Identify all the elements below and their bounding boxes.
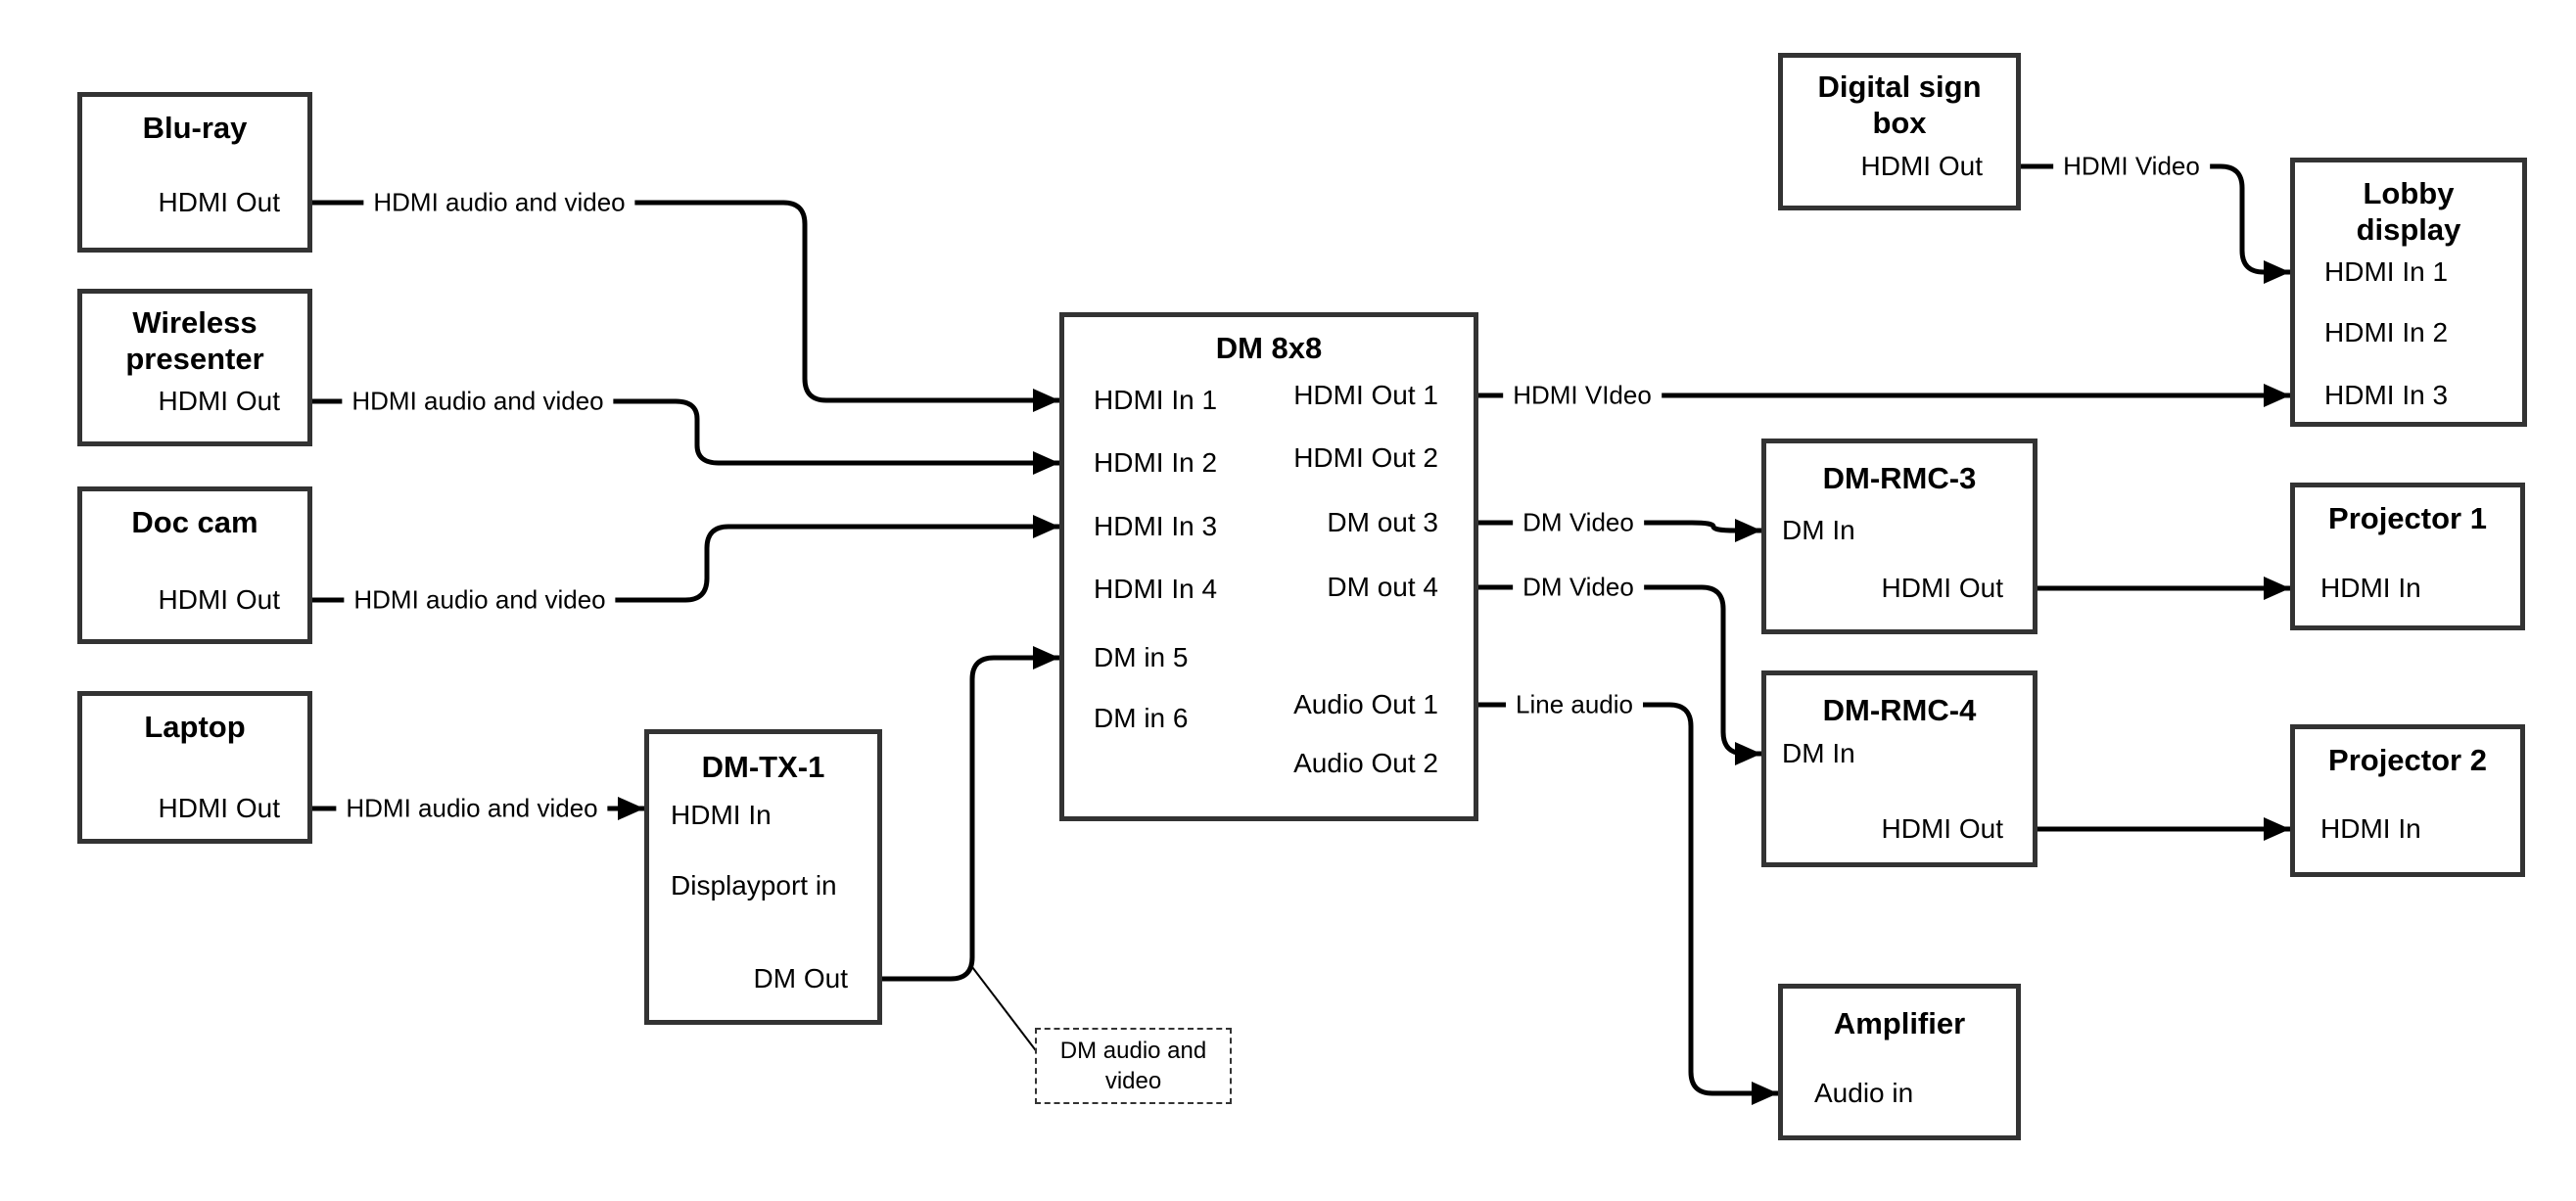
node-lobby-display-title: Lobby display bbox=[2356, 176, 2461, 247]
port-lobby-hdmi-in-2: HDMI In 2 bbox=[2324, 317, 2449, 347]
port-dm8x8-hdmi-in-2: HDMI In 2 bbox=[1094, 447, 1218, 478]
node-dm-rmc-4: DM-RMC-4 DM In HDMI Out bbox=[1761, 670, 2037, 867]
edge-digital-sign-to-lobby-in1 bbox=[2021, 163, 2290, 284]
node-lobby-display: Lobby display HDMI In 1 HDMI In 2 HDMI I… bbox=[2290, 158, 2527, 427]
port-dm8x8-hdmi-in-3: HDMI In 3 bbox=[1094, 511, 1218, 541]
edge-label-blu-ray: HDMI audio and video bbox=[363, 185, 635, 220]
node-amplifier: Amplifier Audio in bbox=[1778, 984, 2021, 1140]
node-wireless-presenter: Wireless presenter HDMI Out bbox=[77, 289, 312, 446]
port-dm-rmc-4-hdmi-out: HDMI Out bbox=[1881, 813, 2003, 844]
port-dm-tx-1-hdmi-in: HDMI In bbox=[671, 800, 772, 830]
port-dm-rmc-3-hdmi-out: HDMI Out bbox=[1881, 573, 2003, 603]
node-dm-rmc-3-title: DM-RMC-3 bbox=[1822, 461, 1977, 495]
port-laptop-hdmi-out: HDMI Out bbox=[158, 793, 280, 823]
node-blu-ray-title: Blu-ray bbox=[142, 111, 248, 145]
port-dm8x8-audio-out-1: Audio Out 1 bbox=[1293, 689, 1438, 719]
port-lobby-hdmi-in-1: HDMI In 1 bbox=[2324, 256, 2449, 287]
edge-dm8x8-out4-to-dm-rmc-4 bbox=[1478, 584, 1761, 765]
port-dm-rmc-4-dm-in: DM In bbox=[1782, 738, 1855, 768]
edge-dm-tx-1-to-dm8x8-in5 bbox=[882, 646, 1059, 982]
note-dm-audio-and-video: DM audio and video bbox=[1035, 1028, 1232, 1104]
edge-label-laptop: HDMI audio and video bbox=[336, 791, 608, 826]
port-dm8x8-hdmi-out-2: HDMI Out 2 bbox=[1293, 442, 1438, 473]
port-dm8x8-dm-out-4: DM out 4 bbox=[1327, 572, 1438, 602]
node-projector-2: Projector 2 HDMI In bbox=[2290, 724, 2525, 877]
node-digital-sign-box: Digital sign box HDMI Out bbox=[1778, 53, 2021, 210]
node-projector-1-title: Projector 1 bbox=[2328, 501, 2487, 535]
edge-label-dm-out-4: DM Video bbox=[1513, 570, 1644, 605]
port-projector-1-hdmi-in: HDMI In bbox=[2320, 573, 2421, 603]
port-dm8x8-dm-in-6: DM in 6 bbox=[1094, 703, 1189, 733]
port-dm-tx-1-displayport-in: Displayport in bbox=[671, 870, 837, 901]
node-laptop: Laptop HDMI Out bbox=[77, 691, 312, 844]
edge-label-wireless: HDMI audio and video bbox=[342, 384, 614, 419]
edge-label-doc-cam: HDMI audio and video bbox=[344, 582, 616, 618]
edge-label-audio-out-1: Line audio bbox=[1506, 687, 1643, 722]
node-dm-rmc-4-title: DM-RMC-4 bbox=[1822, 693, 1977, 727]
node-dm-tx-1-title: DM-TX-1 bbox=[701, 750, 825, 784]
node-dm-8x8-title: DM 8x8 bbox=[1215, 331, 1323, 365]
port-wireless-hdmi-out: HDMI Out bbox=[158, 386, 280, 416]
port-dm8x8-dm-out-3: DM out 3 bbox=[1327, 507, 1438, 537]
port-dm8x8-dm-in-5: DM in 5 bbox=[1094, 642, 1189, 672]
edge-blu-ray-to-dm8x8-in1 bbox=[312, 200, 1059, 412]
edge-dm8x8-audio1-to-amplifier bbox=[1478, 702, 1778, 1105]
node-doc-cam-title: Doc cam bbox=[131, 505, 258, 539]
note-leader-line bbox=[971, 966, 1039, 1054]
node-digital-sign-box-title: Digital sign box bbox=[1817, 69, 1982, 140]
port-dm8x8-audio-out-2: Audio Out 2 bbox=[1293, 748, 1438, 778]
edge-doc-cam-to-dm8x8-in3 bbox=[312, 515, 1059, 603]
node-laptop-title: Laptop bbox=[144, 710, 246, 744]
node-doc-cam: Doc cam HDMI Out bbox=[77, 486, 312, 644]
node-dm-8x8: DM 8x8 HDMI In 1 HDMI In 2 HDMI In 3 HDM… bbox=[1059, 312, 1478, 821]
note-text: DM audio and video bbox=[1059, 1037, 1207, 1094]
port-dm-rmc-3-dm-in: DM In bbox=[1782, 515, 1855, 545]
port-dm-tx-1-dm-out: DM Out bbox=[753, 963, 848, 993]
port-lobby-hdmi-in-3: HDMI In 3 bbox=[2324, 380, 2449, 410]
port-dm8x8-hdmi-out-1: HDMI Out 1 bbox=[1293, 380, 1438, 410]
node-blu-ray: Blu-ray HDMI Out bbox=[77, 92, 312, 253]
node-amplifier-title: Amplifier bbox=[1833, 1006, 1966, 1040]
node-projector-2-title: Projector 2 bbox=[2328, 743, 2487, 777]
port-projector-2-hdmi-in: HDMI In bbox=[2320, 813, 2421, 844]
node-wireless-presenter-title: Wireless presenter bbox=[125, 305, 264, 376]
port-doc-cam-hdmi-out: HDMI Out bbox=[158, 584, 280, 615]
port-amplifier-audio-in: Audio in bbox=[1814, 1078, 1914, 1108]
port-digital-sign-hdmi-out: HDMI Out bbox=[1860, 151, 1983, 181]
port-dm8x8-hdmi-in-1: HDMI In 1 bbox=[1094, 385, 1218, 415]
port-blu-ray-hdmi-out: HDMI Out bbox=[158, 187, 280, 217]
edge-label-hdmi-out-1: HDMI VIdeo bbox=[1503, 378, 1662, 413]
node-projector-1: Projector 1 HDMI In bbox=[2290, 483, 2525, 630]
edge-wireless-to-dm8x8-in2 bbox=[312, 398, 1059, 475]
port-dm8x8-hdmi-in-4: HDMI In 4 bbox=[1094, 574, 1218, 604]
edge-dm8x8-out3-to-dm-rmc-3 bbox=[1478, 519, 1761, 542]
edge-label-digital-sign: HDMI Video bbox=[2053, 149, 2210, 184]
edge-label-dm-out-3: DM Video bbox=[1513, 505, 1644, 540]
node-dm-rmc-3: DM-RMC-3 DM In HDMI Out bbox=[1761, 439, 2037, 634]
node-dm-tx-1: DM-TX-1 HDMI In Displayport in DM Out bbox=[644, 729, 882, 1025]
